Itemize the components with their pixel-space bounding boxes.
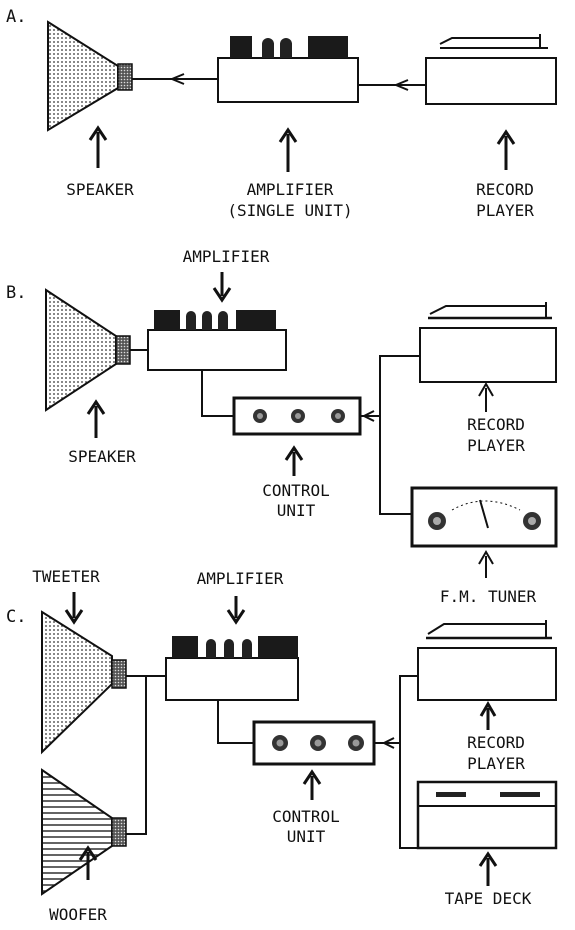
tweeter-c [41, 610, 127, 755]
pointer-woofer-c [78, 845, 98, 880]
pointer-speaker-b [86, 399, 106, 438]
record-player-c [417, 620, 557, 701]
label-amplifier-a-line2: (SINGLE UNIT) [227, 201, 352, 220]
control-unit-c [252, 720, 376, 766]
label-amplifier-c: AMPLIFIER [197, 569, 284, 588]
section-b-label: B. [6, 283, 26, 303]
pointer-tweeter-c [64, 592, 84, 625]
woofer-c [41, 768, 127, 896]
section-c-label: C. [6, 607, 26, 627]
amplifier-a [217, 36, 359, 103]
speaker-b [45, 288, 131, 412]
label-record-b-line2: PLAYER [467, 436, 525, 455]
label-control-c-line2: UNIT [287, 827, 326, 846]
label-tweeter-c: TWEETER [32, 567, 100, 586]
label-record-b-line1: RECORD [467, 415, 525, 434]
amplifier-b [147, 310, 287, 371]
record-player-b [419, 302, 557, 383]
label-record-a-line2: PLAYER [476, 201, 534, 220]
amplifier-c [165, 636, 299, 701]
label-speaker-b: SPEAKER [68, 447, 136, 466]
label-control-b-line2: UNIT [277, 501, 316, 520]
pointer-control-b [284, 445, 304, 476]
pointer-amplifier-c [226, 596, 246, 625]
pointer-record-b [478, 382, 494, 412]
label-speaker-a: SPEAKER [66, 180, 134, 199]
record-player-a [425, 34, 557, 105]
pointer-amplifier-b [212, 272, 232, 303]
tape-deck-c [416, 780, 558, 850]
pointer-tuner-b [478, 550, 494, 578]
pointer-record-c [479, 701, 497, 730]
label-tuner-b: F.M. TUNER [440, 587, 537, 606]
pointer-tape-c [478, 851, 498, 886]
label-control-c-line1: CONTROL [272, 807, 339, 826]
section-b: B. AMPLIFIER [6, 247, 558, 606]
label-control-b-line1: CONTROL [262, 481, 329, 500]
label-amplifier-b: AMPLIFIER [183, 247, 270, 266]
section-a: A. SPEA [6, 7, 557, 220]
control-unit-b [232, 396, 362, 436]
label-woofer-c: WOOFER [49, 905, 107, 924]
label-amplifier-a-line1: AMPLIFIER [247, 180, 334, 199]
pointer-control-c [302, 769, 322, 800]
label-record-a-line1: RECORD [476, 180, 534, 199]
label-record-c-line2: PLAYER [467, 754, 525, 773]
speaker-a [47, 20, 133, 132]
fm-tuner-b [410, 486, 558, 548]
section-c: C. TWEETER AMPLIFIER [6, 567, 558, 924]
pointer-arrows-a [88, 125, 516, 172]
label-tape-c: TAPE DECK [445, 889, 532, 908]
section-a-label: A. [6, 7, 26, 27]
label-record-c-line1: RECORD [467, 733, 525, 752]
